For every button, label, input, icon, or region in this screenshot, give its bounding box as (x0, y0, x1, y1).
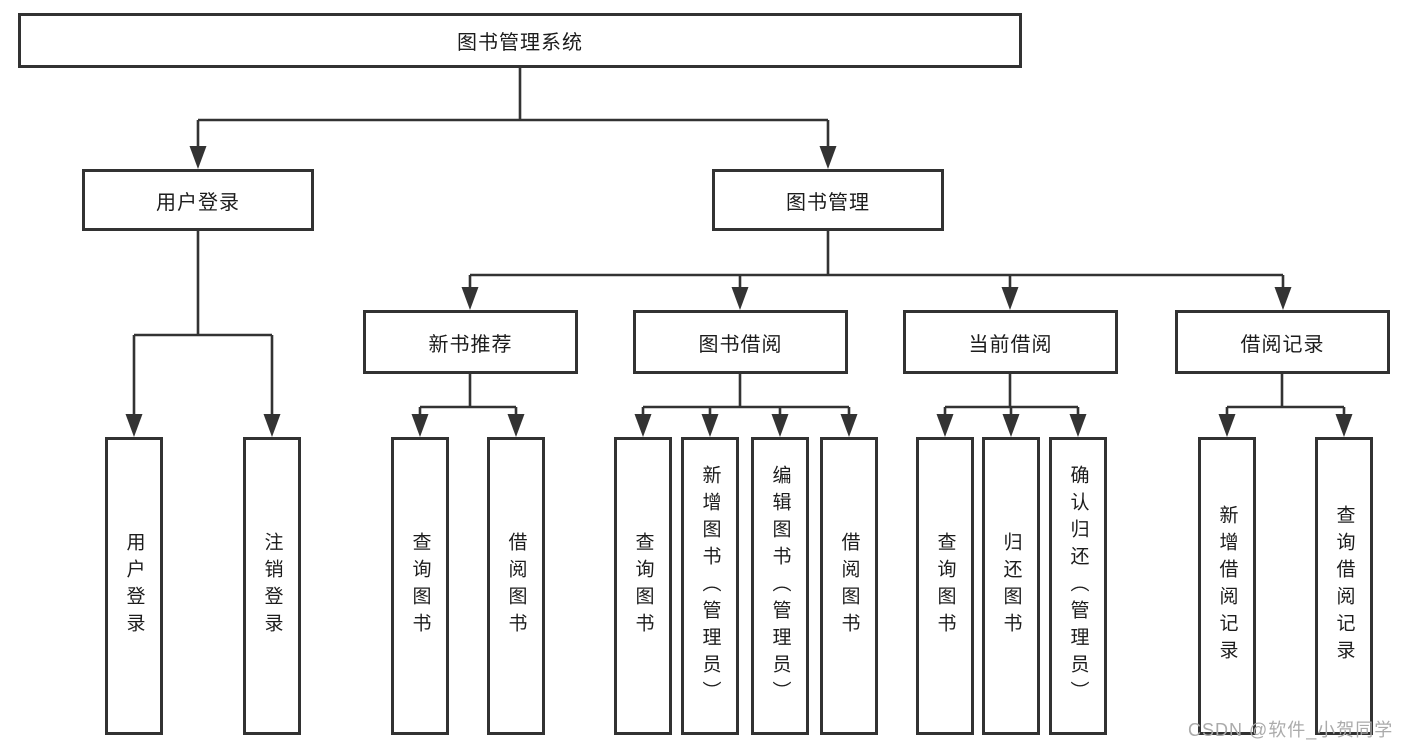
leaf-user-login-label: 用户登录 (123, 532, 145, 640)
connector-segment-6 (1225, 374, 1346, 418)
leaf-return-books: 归还图书 (982, 437, 1040, 735)
node-book-management: 图书管理 (712, 169, 944, 231)
leaf-query-borrow-record: 查询借阅记录 (1315, 437, 1373, 735)
leaf-borrow-query-books-label: 查询图书 (632, 532, 654, 640)
node-new-book-recommend-label: 新书推荐 (428, 333, 513, 356)
connector-segment-3 (418, 374, 518, 418)
arrowhead-icon-2-3 (1274, 287, 1292, 310)
arrowhead-icon-1-1 (263, 414, 281, 437)
arrowhead-icon-3-0 (411, 414, 429, 437)
leaf-rec-borrow-books-label: 借阅图书 (505, 532, 527, 640)
arrowhead-icon-5-1 (1002, 414, 1020, 437)
arrowhead-icon-3-1 (507, 414, 525, 437)
node-user-login-label: 用户登录 (156, 191, 240, 214)
arrowhead-icon-5-0 (936, 414, 954, 437)
connector-segment-0 (196, 67, 830, 150)
leaf-logout: 注销登录 (243, 437, 301, 735)
arrowhead-icon-5-2 (1069, 414, 1087, 437)
node-current-borrow-label: 当前借阅 (968, 333, 1053, 356)
node-current-borrow: 当前借阅 (903, 310, 1118, 374)
leaf-edit-books-admin: 编辑图书（管理员） (751, 437, 809, 735)
connector-segment-4 (641, 374, 851, 418)
node-root: 图书管理系统 (18, 13, 1022, 68)
leaf-borrow-books-label: 借阅图书 (838, 532, 860, 640)
connector-segment-2 (468, 231, 1285, 291)
arrowhead-icon-2-1 (731, 287, 749, 310)
node-user-login: 用户登录 (82, 169, 314, 231)
arrowhead-icon-6-1 (1335, 414, 1353, 437)
leaf-current-query-books-label: 查询图书 (934, 532, 956, 640)
arrowhead-icon-6-0 (1218, 414, 1236, 437)
node-book-management-label: 图书管理 (786, 191, 870, 214)
leaf-current-query-books: 查询图书 (916, 437, 974, 735)
arrowhead-icon-0-1 (819, 146, 837, 169)
arrowhead-icon-0-0 (189, 146, 207, 169)
connector-segment-5 (943, 374, 1080, 418)
leaf-rec-query-books: 查询图书 (391, 437, 449, 735)
leaf-borrow-books: 借阅图书 (820, 437, 878, 735)
leaf-return-books-label: 归还图书 (1000, 532, 1022, 640)
leaf-borrow-query-books: 查询图书 (614, 437, 672, 735)
arrowhead-icon-4-1 (701, 414, 719, 437)
leaf-add-borrow-record-label: 新增借阅记录 (1216, 505, 1238, 667)
arrowhead-icon-4-3 (840, 414, 858, 437)
arrowhead-icon-2-0 (461, 287, 479, 310)
leaf-user-login: 用户登录 (105, 437, 163, 735)
leaf-query-borrow-record-label: 查询借阅记录 (1333, 505, 1355, 667)
leaf-confirm-return-admin-label: 确认归还（管理员） (1067, 464, 1089, 708)
leaf-rec-borrow-books: 借阅图书 (487, 437, 545, 735)
leaf-add-books-admin: 新增图书（管理员） (681, 437, 739, 735)
node-borrow-records: 借阅记录 (1175, 310, 1390, 374)
leaf-edit-books-admin-label: 编辑图书（管理员） (769, 464, 791, 708)
leaf-logout-label: 注销登录 (261, 532, 283, 640)
arrowhead-icon-2-2 (1001, 287, 1019, 310)
node-new-book-recommend: 新书推荐 (363, 310, 578, 374)
leaf-add-books-admin-label: 新增图书（管理员） (699, 464, 721, 708)
node-root-label: 图书管理系统 (457, 32, 583, 54)
connector-segment-1 (132, 231, 274, 418)
leaf-rec-query-books-label: 查询图书 (409, 532, 431, 640)
node-book-borrow-label: 图书借阅 (698, 333, 783, 356)
arrowhead-icon-4-0 (634, 414, 652, 437)
arrowhead-icon-4-2 (771, 414, 789, 437)
leaf-add-borrow-record: 新增借阅记录 (1198, 437, 1256, 735)
arrowhead-icon-1-0 (125, 414, 143, 437)
node-book-borrow: 图书借阅 (633, 310, 848, 374)
node-borrow-records-label: 借阅记录 (1240, 333, 1325, 356)
leaf-confirm-return-admin: 确认归还（管理员） (1049, 437, 1107, 735)
csdn-watermark: CSDN @软件_小贺同学 (1188, 720, 1394, 740)
